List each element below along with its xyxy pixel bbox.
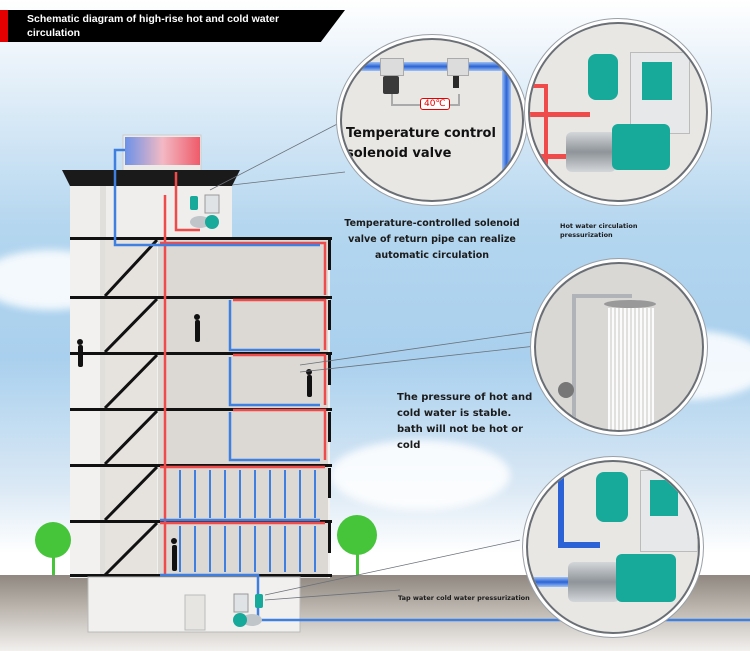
shower-description: The pressure of hot and cold water is st… [397,392,533,451]
solenoid-valve-icon [380,58,404,76]
cloud [330,440,510,510]
person-silhouette-icon [77,314,312,571]
cold-pump-label: Tap water cold water pressurization [398,594,530,602]
solenoid-description: Temperature-controlled solenoid valve of… [344,218,520,261]
pressure-tank-icon [588,54,618,100]
temperature-badge: 40℃ [420,98,450,110]
tree-icon [35,515,377,575]
hot-pump-callout [528,22,708,202]
title-banner [0,10,345,42]
solenoid-circle-title: Temperature control solenoid valve [346,126,496,161]
booster-pump-icon [566,132,616,172]
shower-callout [534,262,704,432]
water-tank-icon [125,137,200,165]
title-accent-bar [0,10,8,42]
solenoid-valve-callout: 40℃ Temperature control solenoid valve [340,38,524,202]
pressure-tank-icon [596,472,628,522]
booster-pump-icon [568,562,620,602]
booster-pump-icon [233,593,263,627]
shower-head-icon [604,300,656,308]
cold-pump-callout [526,460,700,634]
booster-pump-icon [190,194,220,229]
hot-pump-label: Hot water circulation pressurization [560,222,638,239]
page-title: Schematic diagram of high-rise hot and c… [27,13,280,39]
